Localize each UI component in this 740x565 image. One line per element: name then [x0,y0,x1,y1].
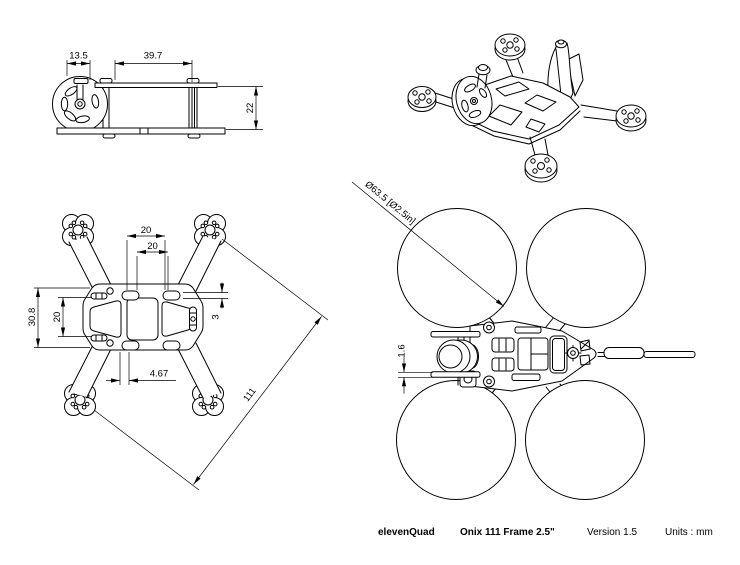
isometric-view-drawing [407,33,647,183]
title-block: elevenQuad Onix 111 Frame 2.5" Version 1… [378,527,713,538]
dim-motor-diagonal: 111 [241,386,259,404]
bottom-plate-view-drawing: 20 20 30.8 20 3 4.67 111 [27,214,329,491]
dim-prop-diameter: Ø63.5 [Ø2.5in] [363,179,418,227]
units-label: Units : mm [665,527,713,538]
dim-slot-width: 4.67 [150,369,169,380]
camera-mount-side [52,76,108,132]
side-view-drawing: 13.5 39.7 22 [52,51,263,139]
propeller-disc [525,380,645,500]
camera-top-view [430,331,481,388]
dim-cam-offset: 13.5 [69,51,88,62]
bottom-plate-dimensions: 20 20 30.8 20 3 4.67 111 [27,225,329,491]
drawing-title: Onix 111 Frame 2.5" [460,527,555,538]
camera-mount-iso [451,64,493,127]
antenna [597,347,696,359]
motor-pod-iso [407,33,647,132]
propeller-disc [396,380,516,500]
assembled-top-view-drawing: Ø63.5 [Ø2.5in] 1.6 [351,179,696,500]
dim-inner-width: 20 [52,312,63,323]
dim-body-width: 30.8 [27,308,38,327]
dim-standoff-spacing: 39.7 [144,51,163,62]
side-view-dimensions: 13.5 39.7 22 [66,51,263,130]
dim-slot-height: 3 [211,314,222,319]
brand-name: elevenQuad [378,527,435,538]
dim-plate-thickness: 1.6 [397,344,408,357]
dim-slot-pitch-outer: 20 [141,225,152,236]
propeller-disc [526,208,646,328]
dim-slot-pitch-inner: 20 [147,241,158,252]
version-label: Version 1.5 [587,527,637,538]
dim-stack-height: 22 [245,103,256,114]
